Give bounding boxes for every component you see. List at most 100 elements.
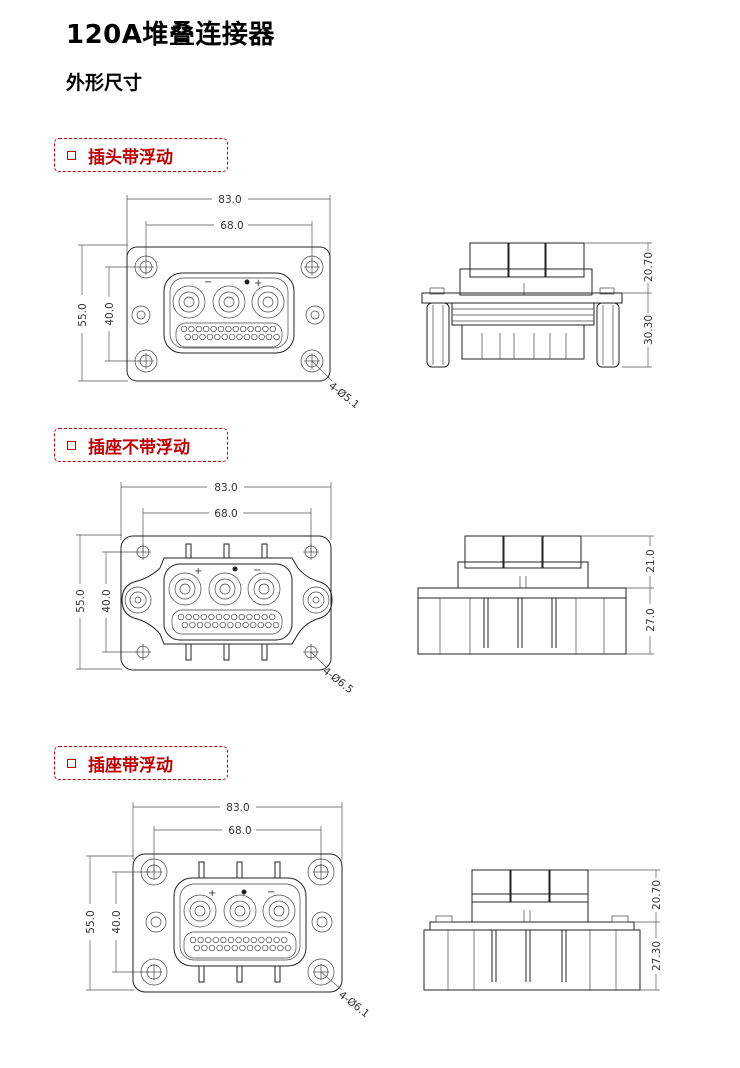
signal-pin <box>216 944 223 952</box>
signal-pin <box>246 944 254 952</box>
signal-pin <box>200 613 207 621</box>
dim-height: 55.0 <box>85 910 97 933</box>
dim-side-top: 20.70 <box>643 252 655 282</box>
dim-hole-pitch: 68.0 <box>220 220 243 232</box>
signal-pin <box>265 936 273 944</box>
signal-pin <box>250 621 257 629</box>
signal-pin <box>238 613 245 621</box>
section-label-plug-floating: 插头带浮动 <box>54 138 228 172</box>
signal-pin <box>191 333 199 341</box>
signal-pin <box>214 333 221 341</box>
signal-pin <box>258 936 265 944</box>
page-title: 120A堆叠连接器 <box>66 20 275 50</box>
side-view: 21.0 27.0 <box>417 535 657 655</box>
dim-hole-height: 40.0 <box>104 302 116 325</box>
signal-pin <box>250 936 257 944</box>
signal-pin <box>221 333 228 341</box>
signal-pin <box>225 325 232 333</box>
checkbox-icon <box>67 758 76 768</box>
dim-side-top: 21.0 <box>645 549 657 572</box>
signal-pin <box>180 325 188 333</box>
dim-side-top: 20.70 <box>651 880 663 910</box>
dim-height: 55.0 <box>77 303 89 326</box>
signal-pin <box>265 333 273 341</box>
signal-pin <box>254 944 261 952</box>
section-label-text: 插座带浮动 <box>88 755 173 776</box>
signal-pin <box>232 325 239 333</box>
signal-pin <box>208 944 216 952</box>
plus-mark: + <box>254 278 262 289</box>
side-view: 20.70 27.30 <box>423 869 663 991</box>
signal-pin <box>177 613 185 621</box>
dim-hole-pitch: 68.0 <box>214 508 237 520</box>
signal-pin <box>212 621 219 629</box>
hole-callout: 4-Ø6.5 <box>320 665 355 696</box>
signal-pin <box>284 944 292 952</box>
signal-pin <box>199 333 206 341</box>
signal-pin <box>253 613 261 621</box>
signal-pin <box>201 944 208 952</box>
signal-pin <box>181 621 188 629</box>
signal-pin <box>251 333 258 341</box>
signal-pin <box>215 613 223 621</box>
section-label-socket-fixed: 插座不带浮动 <box>54 428 228 462</box>
dim-side-bottom: 27.30 <box>651 941 663 971</box>
checkbox-icon <box>67 150 76 160</box>
signal-pin <box>272 621 280 629</box>
section-heading-dimensions: 外形尺寸 <box>66 72 143 94</box>
signal-pin <box>227 621 234 629</box>
signal-pin <box>189 936 197 944</box>
signal-pin <box>185 613 192 621</box>
signal-pin <box>203 325 210 333</box>
signal-pin <box>254 325 262 333</box>
signal-pin <box>219 621 226 629</box>
signal-pin <box>231 613 238 621</box>
signal-pin <box>247 325 254 333</box>
signal-pin <box>228 333 236 341</box>
section-label-text: 插头带浮动 <box>88 147 173 168</box>
signal-pin <box>205 936 212 944</box>
signal-pin <box>261 613 268 621</box>
side-view: 20.70 30.30 <box>421 242 655 368</box>
signal-pin <box>220 936 227 944</box>
signal-pin <box>235 936 242 944</box>
dim-hole-pitch: 68.0 <box>228 825 251 837</box>
dim-side-bottom: 27.0 <box>645 608 657 631</box>
dim-hole-height: 40.0 <box>101 589 113 612</box>
dim-side-bottom: 30.30 <box>643 315 655 345</box>
signal-pin <box>269 944 276 952</box>
checkbox-icon <box>67 440 76 450</box>
plus-mark: + <box>208 888 216 899</box>
signal-pin <box>193 613 200 621</box>
dim-width: 83.0 <box>214 482 237 494</box>
drawing-socket-floating: 83.0 68.0 55.0 40.0 <box>85 802 663 1020</box>
signal-pin <box>257 621 264 629</box>
plus-mark: + <box>194 566 202 577</box>
drawing-plug-floating: 83.0 68.0 55.0 40.0 <box>77 194 655 411</box>
signal-pin <box>273 936 280 944</box>
front-view: 83.0 68.0 55.0 40.0 <box>77 194 361 411</box>
signal-pin <box>265 621 272 629</box>
signal-pin <box>204 621 211 629</box>
signal-pin <box>258 333 265 341</box>
signal-pin <box>208 613 215 621</box>
signal-pin <box>223 613 230 621</box>
front-view: 83.0 68.0 55.0 40.0 <box>85 802 371 1020</box>
signal-pin <box>262 325 269 333</box>
signal-pin <box>242 621 249 629</box>
signal-pin <box>273 333 280 341</box>
dim-height: 55.0 <box>75 589 87 612</box>
signal-pin <box>197 936 204 944</box>
signal-pin <box>269 325 276 333</box>
signal-pin <box>195 325 202 333</box>
front-view: 83.0 68.0 55.0 40.0 <box>75 482 355 696</box>
signal-pin <box>206 333 214 341</box>
signal-pin <box>269 613 276 621</box>
signal-pin <box>184 333 191 341</box>
signal-pin <box>231 944 238 952</box>
signal-pin <box>240 325 247 333</box>
hole-callout: 4-Ø5.1 <box>326 380 361 411</box>
signal-pin <box>210 325 217 333</box>
signal-pin <box>236 333 243 341</box>
section-label-text: 插座不带浮动 <box>88 437 190 458</box>
